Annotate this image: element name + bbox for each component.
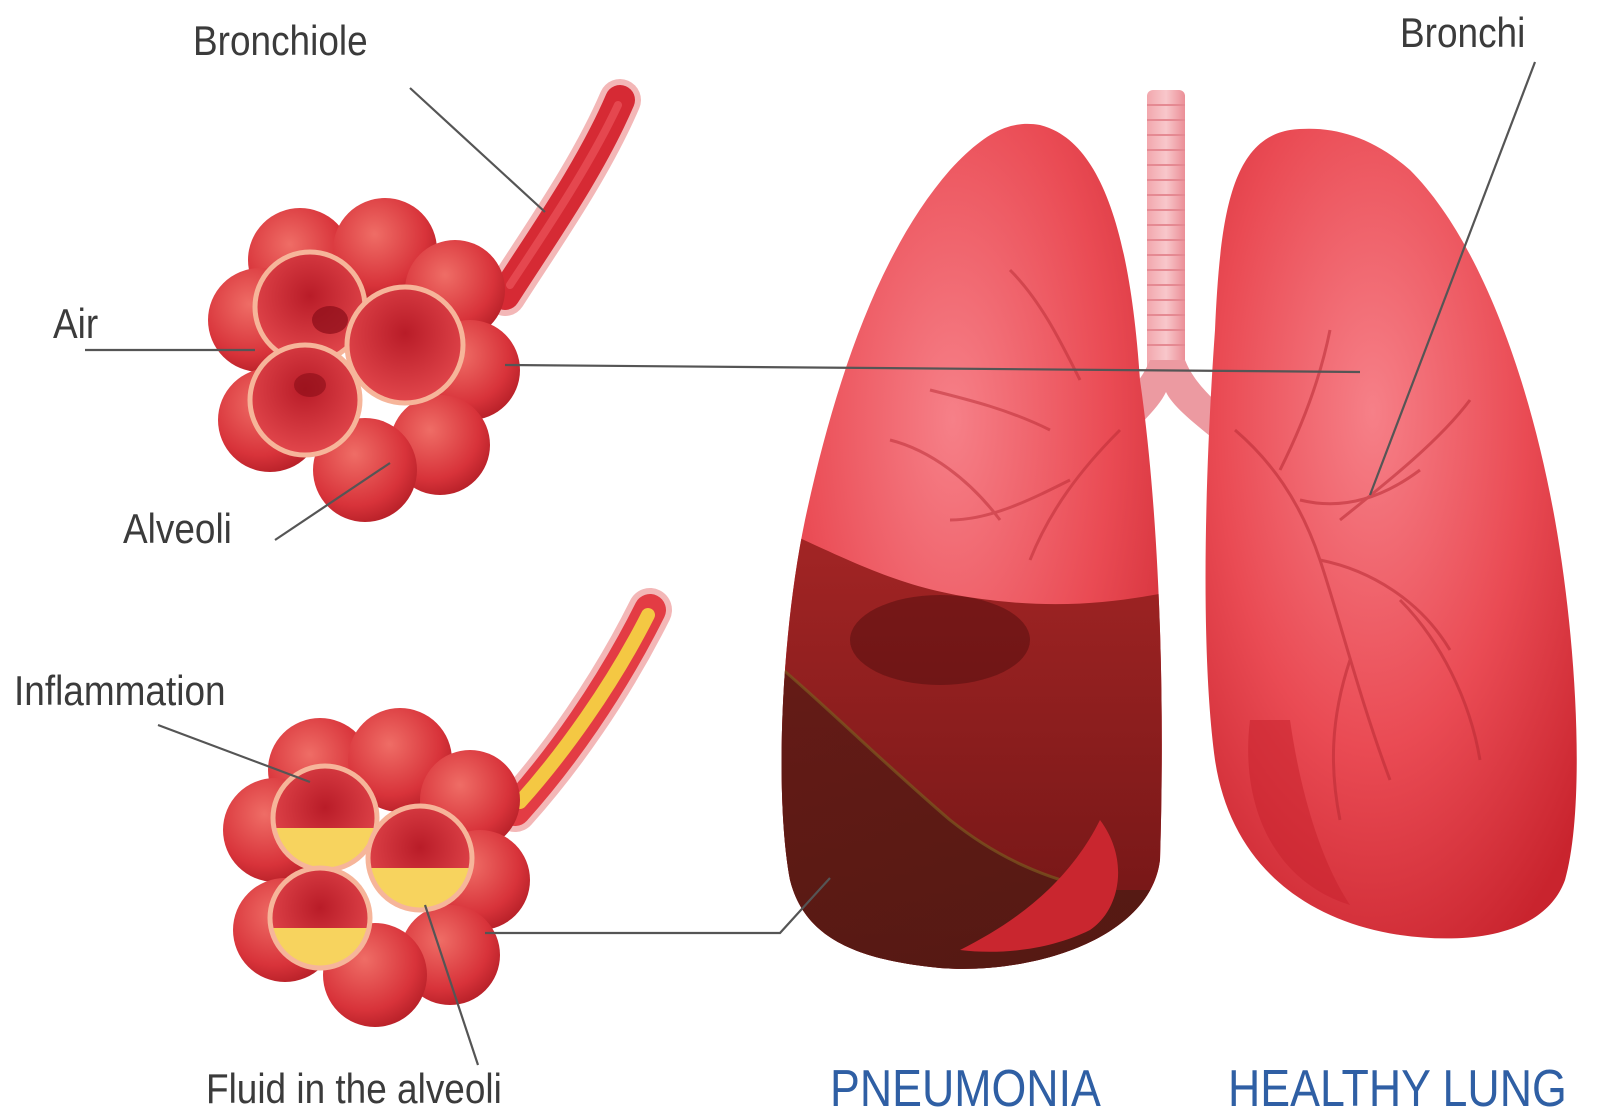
label-bronchi: Bronchi <box>1400 12 1525 54</box>
pneumonia-alveoli-cluster <box>223 610 650 1027</box>
caption-pneumonia: PNEUMONIA <box>830 1063 1101 1115</box>
label-alveoli: Alveoli <box>123 508 232 550</box>
label-inflammation: Inflammation <box>14 670 226 712</box>
lungs <box>760 90 1577 1000</box>
label-bronchiole: Bronchiole <box>193 20 368 62</box>
label-fluid-in-alveoli: Fluid in the alveoli <box>206 1068 502 1110</box>
healthy-alveoli-cluster <box>208 100 620 522</box>
pneumonia-lung <box>760 124 1180 1000</box>
label-air: Air <box>53 303 98 345</box>
caption-healthy-lung: HEALTHY LUNG <box>1228 1063 1567 1115</box>
healthy-lung <box>1206 129 1577 939</box>
